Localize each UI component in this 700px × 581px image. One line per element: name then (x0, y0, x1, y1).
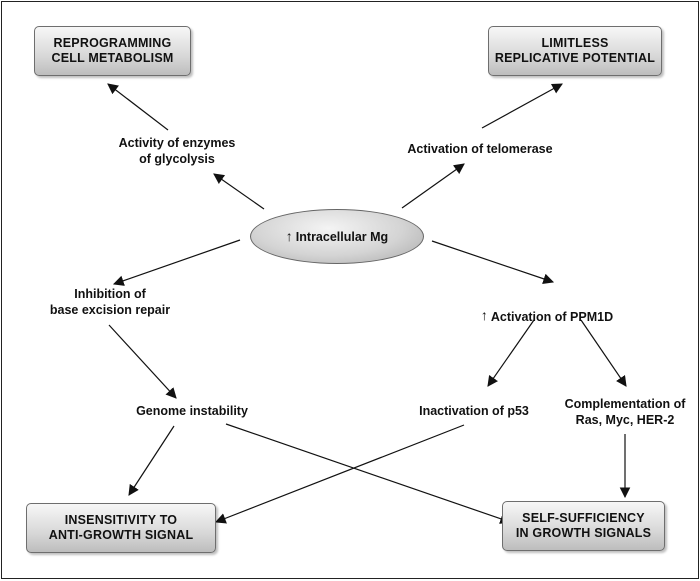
glycolysis-enzymes-label: Activity of enzymes of glycolysis (118, 136, 236, 166)
arrow-mg-to-ppm1d (431, 240, 555, 284)
arrow-genome-to-insensitivity (128, 425, 175, 496)
arrow-p53-to-insensitivity (214, 424, 465, 524)
self-sufficiency-in-growth-signals-box: SELF-SUFFICIENCY IN GROWTH SIGNALS (502, 501, 665, 551)
oncogene-complementation-label: Complementation of Ras, Myc, HER-2 (564, 397, 686, 427)
arrow-glycolysis-to-reprogramming (107, 83, 169, 131)
intracellular-mg-label: Intracellular Mg (295, 229, 389, 244)
arrow-ppm1d-to-complementation (580, 319, 627, 387)
reprogramming-cell-metabolism-box: REPROGRAMMING CELL METABOLISM (34, 26, 191, 76)
arrow-mg-to-glycolysis (213, 173, 265, 210)
arrow-mg-to-ber (112, 239, 241, 286)
arrow-mg-to-telomerase (401, 163, 465, 209)
increase-arrow-icon: ↑ (285, 227, 293, 244)
base-excision-repair-label: Inhibition of base excision repair (49, 287, 171, 317)
genome-instability-label: Genome instability (136, 404, 248, 418)
p53-inactivation-label: Inactivation of p53 (419, 404, 529, 418)
arrow-ppm1d-to-p53 (487, 319, 535, 387)
arrow-ber-to-genome (108, 324, 177, 399)
arrow-genome-to-self-sufficiency (225, 423, 512, 524)
insensitivity-to-anti-growth-signal-box: INSENSITIVITY TO ANTI-GROWTH SIGNAL (26, 503, 216, 553)
increase-arrow-icon: ↑ (480, 307, 488, 323)
ppm1d-label-text: Activation of PPM1D (490, 310, 614, 324)
intracellular-mg-node: ↑ Intracellular Mg (250, 209, 424, 264)
arrow-telomerase-to-limitless (481, 83, 563, 129)
telomerase-activation-label: Activation of telomerase (407, 142, 553, 156)
ppm1d-activation-label: ↑Activation of PPM1D (472, 292, 622, 325)
limitless-replicative-potential-box: LIMITLESS REPLICATIVE POTENTIAL (488, 26, 662, 76)
